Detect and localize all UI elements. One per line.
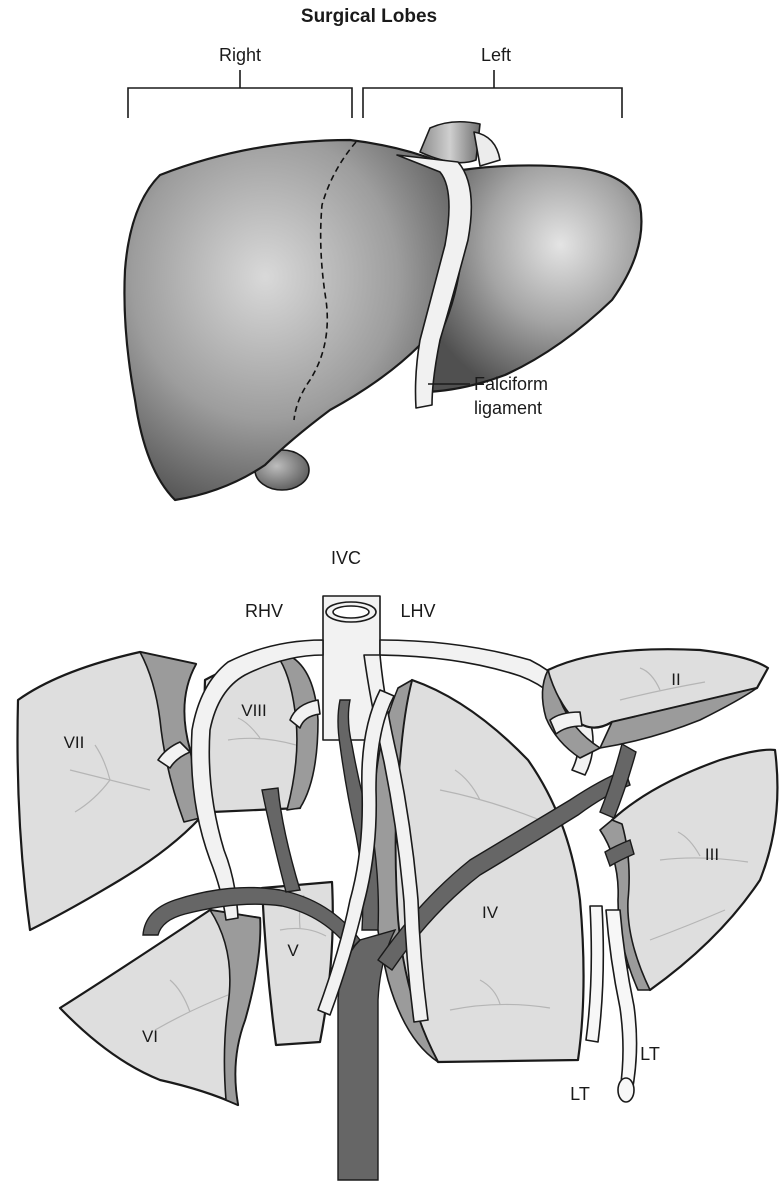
rhv-label: RHV bbox=[245, 601, 283, 621]
falciform-label-line1: Falciform bbox=[474, 374, 548, 394]
right-lobe-shape bbox=[124, 140, 459, 500]
ivc-stump bbox=[420, 122, 480, 163]
lt-upper-label: LT bbox=[640, 1044, 660, 1064]
segment-iii-label: III bbox=[705, 845, 719, 864]
lt-lower-label: LT bbox=[570, 1084, 590, 1104]
falciform-label-line2: ligament bbox=[474, 398, 542, 418]
lhv-label: LHV bbox=[400, 601, 435, 621]
figure-title: Surgical Lobes bbox=[301, 6, 437, 27]
segment-iv-label: IV bbox=[482, 903, 499, 922]
segmental-anatomy: IVC RHV LHV LT LT II III IV V VI VII VII… bbox=[18, 548, 778, 1180]
ligamentum-teres-lower bbox=[586, 906, 603, 1042]
segment-v-label: V bbox=[287, 941, 299, 960]
right-lobe-bracket bbox=[128, 70, 352, 118]
right-lobe-label: Right bbox=[219, 45, 261, 65]
segment-vii-label: VII bbox=[64, 733, 85, 752]
left-lobe-bracket bbox=[363, 70, 622, 118]
segment-vi-label: VI bbox=[142, 1027, 158, 1046]
liver-illustration: Falciform ligament bbox=[124, 122, 641, 500]
segment-iii bbox=[612, 750, 777, 990]
left-lobe-label: Left bbox=[481, 45, 511, 65]
segment-ii-label: II bbox=[671, 670, 680, 689]
ivc-label: IVC bbox=[331, 548, 361, 568]
segment-viii-label: VIII bbox=[241, 701, 267, 720]
